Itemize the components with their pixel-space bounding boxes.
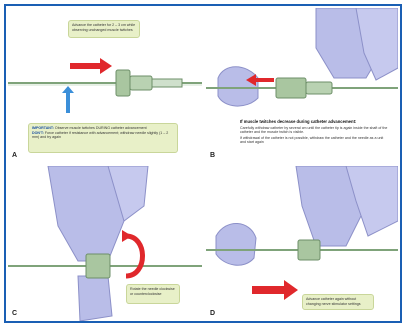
- dont-title: DON'T:: [32, 131, 44, 135]
- panel-b-heading: If muscle twitches decrease during cathe…: [240, 120, 390, 125]
- panel-a: Advance the catheter for 2 – 3 cm while …: [8, 8, 202, 163]
- panel-b-text: If muscle twitches decrease during cathe…: [240, 120, 390, 145]
- rotate-arrow-icon: [126, 236, 143, 276]
- figure-frame: Advance the catheter for 2 – 3 cm while …: [4, 4, 402, 323]
- advance-arrow-icon: [70, 58, 112, 74]
- important-body: Observe muscle twitches DURING catheter …: [55, 126, 147, 130]
- panel-a-warning-box: IMPORTANT: Observe muscle twitches DURIN…: [28, 123, 178, 153]
- panel-b: If muscle twitches decrease during cathe…: [206, 8, 398, 163]
- observe-arrow-icon: [62, 86, 74, 113]
- panel-c: Rotate the needle clockwise or countercl…: [8, 166, 202, 321]
- panel-c-label: C: [12, 310, 17, 317]
- panel-d-note: Advance catheter again without changing …: [302, 294, 374, 310]
- panel-c-note: Rotate the needle clockwise or countercl…: [126, 284, 180, 304]
- panel-b-body-1: Carefully withdraw catheter by several c…: [240, 126, 390, 135]
- panel-a-label: A: [12, 152, 17, 159]
- panel-d: Advance catheter again without changing …: [206, 166, 398, 321]
- panel-b-label: B: [210, 152, 215, 159]
- panel-b-body-2: If withdrawal of the catheter is not pos…: [240, 136, 390, 145]
- panel-d-label: D: [210, 310, 215, 317]
- advance-again-arrow-icon: [252, 280, 298, 300]
- dont-body: Force catheter if resistance with advanc…: [32, 131, 168, 140]
- important-title: IMPORTANT:: [32, 126, 54, 130]
- panel-a-note: Advance the catheter for 2 – 3 cm while …: [68, 20, 140, 38]
